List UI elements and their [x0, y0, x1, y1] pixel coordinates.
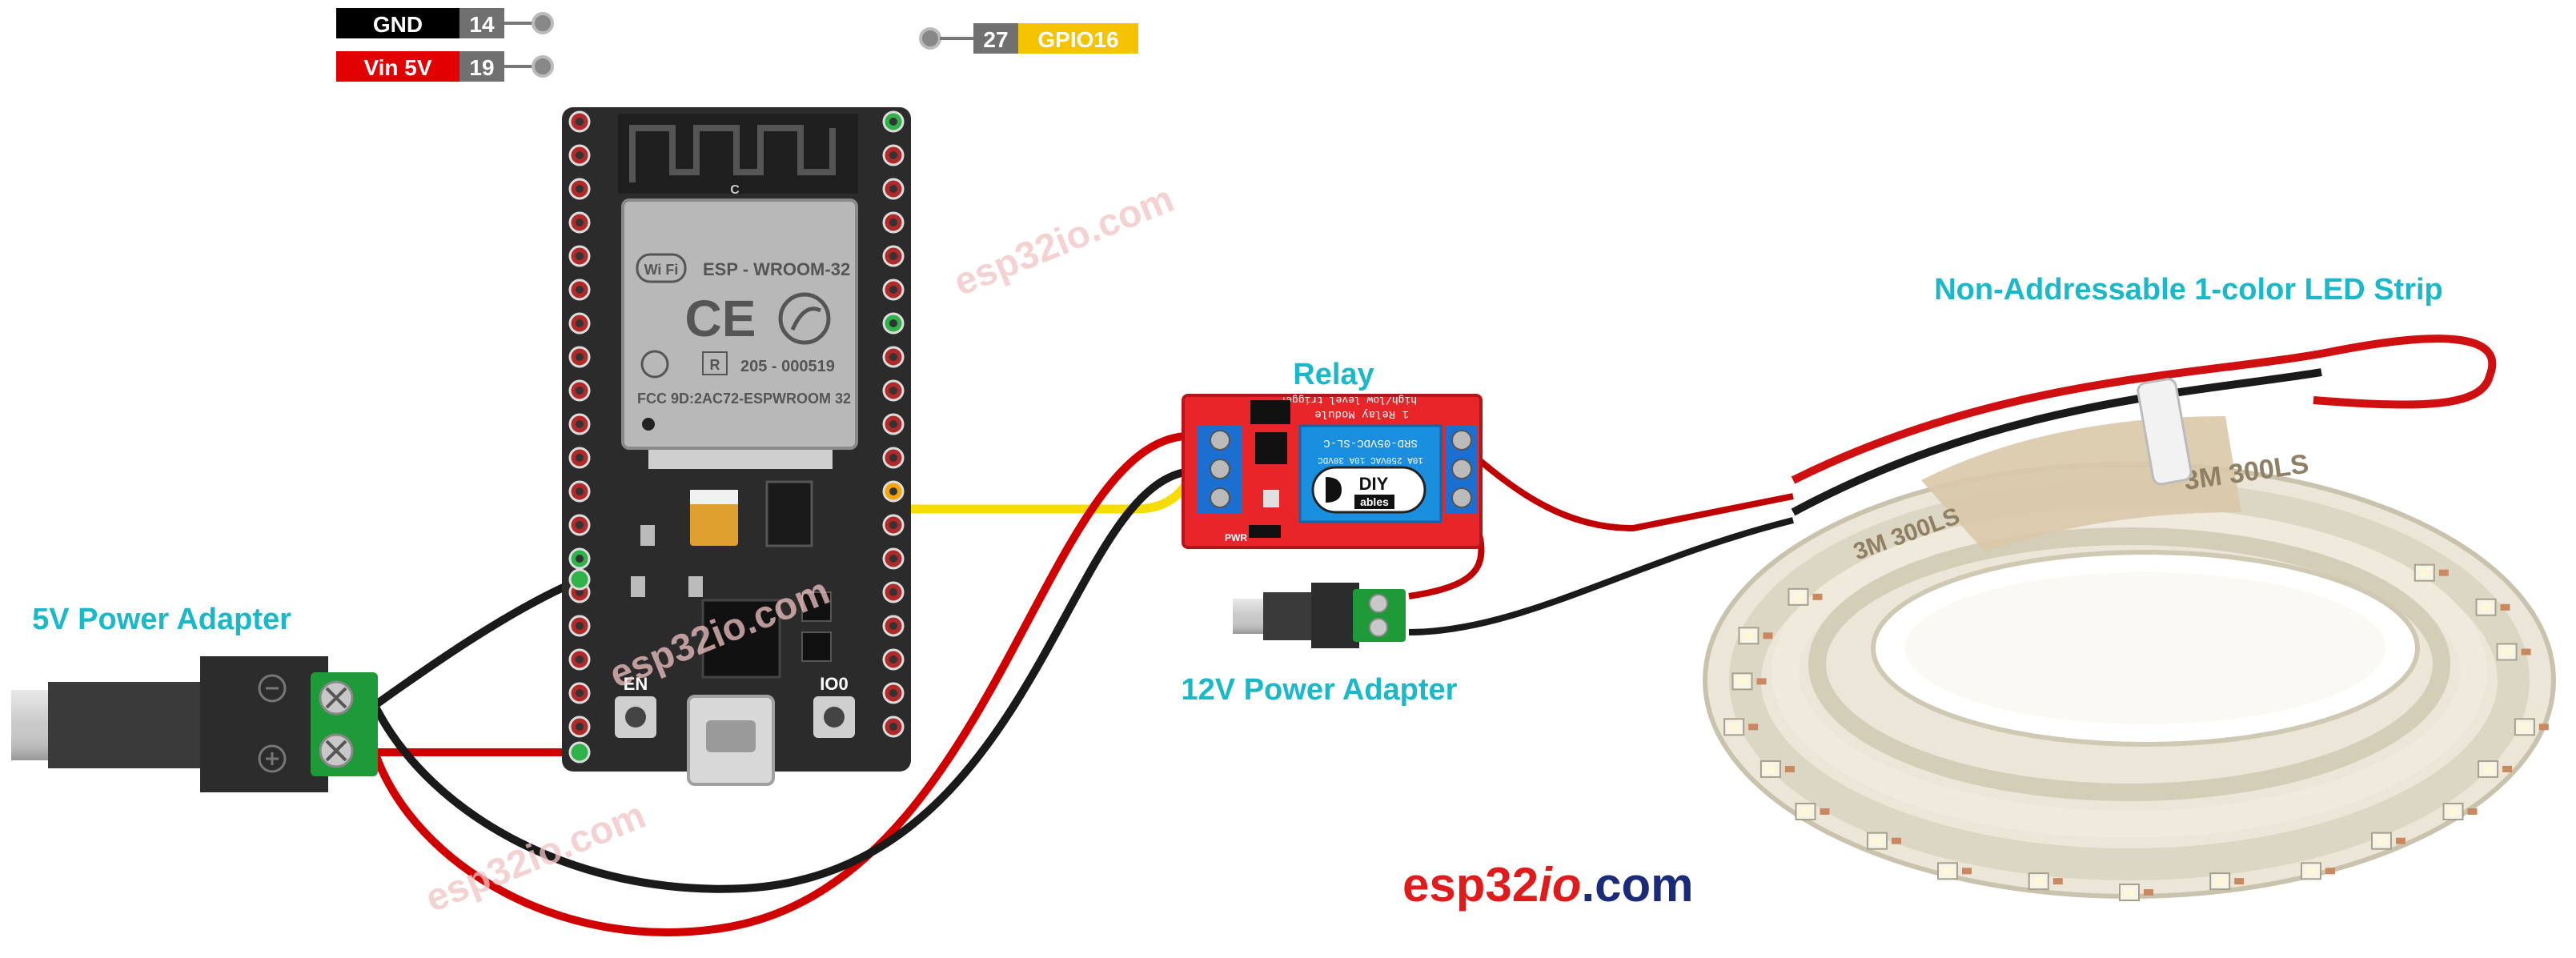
relay-brand-top: DIY — [1359, 474, 1389, 494]
adapter-5v-body — [200, 656, 328, 792]
led-resistor — [2234, 878, 2245, 885]
led-strip-label: Non-Addressable 1-color LED Strip — [1934, 273, 2443, 307]
led-resistor — [1784, 765, 1795, 772]
gpio-pin-number: 27 — [983, 27, 1008, 52]
led-resistor — [2144, 889, 2153, 896]
relay-title: 1 Relay Module — [1314, 407, 1409, 420]
power-adapter-5v — [11, 656, 378, 792]
vin-pin-name: Vin 5V — [363, 55, 431, 80]
gpio-pin-label: 27 GPIO16 — [919, 23, 1138, 54]
led-resistor — [1812, 593, 1823, 600]
usb-uart-chip — [701, 599, 781, 679]
relay-rating: 10A 250VAC 10A 30VDC — [1318, 455, 1423, 464]
relay-vcc-wire — [372, 432, 1186, 936]
adapter-12v-body — [1311, 583, 1359, 648]
adapter-12v-terminal — [1353, 589, 1406, 642]
relay-label: Relay — [1293, 358, 1374, 391]
fcc-id: FCC 9D:2AC72-ESPWROOM 32 — [637, 391, 851, 407]
wifi-logo — [636, 253, 687, 283]
antenna-trace — [629, 125, 836, 182]
wires — [372, 335, 2497, 936]
gpio-pin-name: GPIO16 — [1037, 27, 1118, 52]
voltage-regulator — [765, 480, 813, 547]
led-strip: 3M 300LS 3M 300LS — [1703, 378, 2556, 901]
watermark-1: esp32io.com — [948, 178, 1179, 304]
esp-gnd-wire — [374, 575, 583, 708]
power-12v-label: 12V Power Adapter — [1182, 673, 1458, 707]
led-resistor — [2325, 868, 2335, 875]
gnd-pin-number: 14 — [469, 12, 495, 37]
led-chips — [1723, 563, 2549, 901]
strip-lead-red — [1791, 335, 2497, 484]
led-resistor — [2438, 569, 2449, 576]
brand-part-1: esp32 — [1402, 858, 1539, 912]
led-resistor — [1748, 724, 1759, 731]
certification-icon — [778, 292, 831, 345]
gnd-pin-label: GND 14 — [336, 8, 554, 38]
led-resistor — [2500, 603, 2510, 611]
relay-gnd-wire — [372, 468, 1186, 893]
left-header-pins — [568, 110, 591, 764]
cert-number: 205 - 000519 — [740, 358, 835, 375]
relay-module: 1 Relay Module high/low level trigger PW… — [1182, 394, 1483, 549]
brand-logo: esp32io.com — [1402, 858, 1694, 912]
vin-pin-number: 19 — [469, 55, 494, 80]
power-5v-label: 5V Power Adapter — [32, 603, 291, 636]
relay-to-strip-red-wire — [1471, 451, 1794, 532]
en-button-label: EN — [624, 674, 648, 694]
led-resistor — [2467, 808, 2478, 816]
diyables-logo — [1311, 466, 1426, 514]
relay-pwr-label: PWR — [1225, 532, 1247, 543]
led-resistor — [2502, 765, 2513, 772]
vin-header-pin — [568, 741, 591, 764]
power-adapter-12v — [1233, 583, 1406, 648]
led-resistor — [1763, 632, 1773, 639]
antenna-mark: C — [730, 183, 740, 197]
led-resistor — [1756, 678, 1767, 685]
brand-part-3: .com — [1581, 858, 1693, 912]
module-pads — [648, 450, 833, 469]
io0-button-label: IO0 — [820, 674, 848, 694]
wifi-logo-text: Wi Fi — [644, 262, 679, 278]
wroom-module — [621, 198, 858, 450]
led-resistor — [2395, 837, 2405, 844]
telec-icon — [640, 350, 669, 379]
led-resistor — [2052, 878, 2063, 885]
esp32-board: C Wi Fi ESP - WROOM-32 CE R 205 - 000519… — [562, 107, 911, 786]
led-resistor — [1962, 868, 1972, 875]
gnd-pin-name: GND — [373, 12, 423, 37]
gnd-header-pin — [568, 568, 591, 591]
ce-mark: CE — [685, 290, 756, 347]
led-resistor — [2521, 648, 2531, 655]
led-resistor — [2538, 724, 2549, 731]
led-resistor — [1892, 837, 1902, 844]
led-resistor — [1820, 808, 1830, 816]
vin-pin-label: Vin 5V 19 — [336, 51, 554, 82]
brand-part-2: io — [1539, 858, 1581, 912]
strip-lead-black — [1791, 368, 2322, 516]
right-header-pins — [882, 110, 905, 738]
reg-mark: R — [710, 357, 720, 373]
adapter12-to-strip-black-wire — [1408, 517, 1794, 635]
relay-brand-bottom-inner: ables — [1360, 495, 1389, 508]
module-name: ESP - WROOM-32 — [703, 259, 850, 279]
relay-trigger-text: high/low level trigger — [1279, 394, 1417, 406]
relay-part-number: SRD-05VDC-SL-C — [1323, 436, 1418, 449]
